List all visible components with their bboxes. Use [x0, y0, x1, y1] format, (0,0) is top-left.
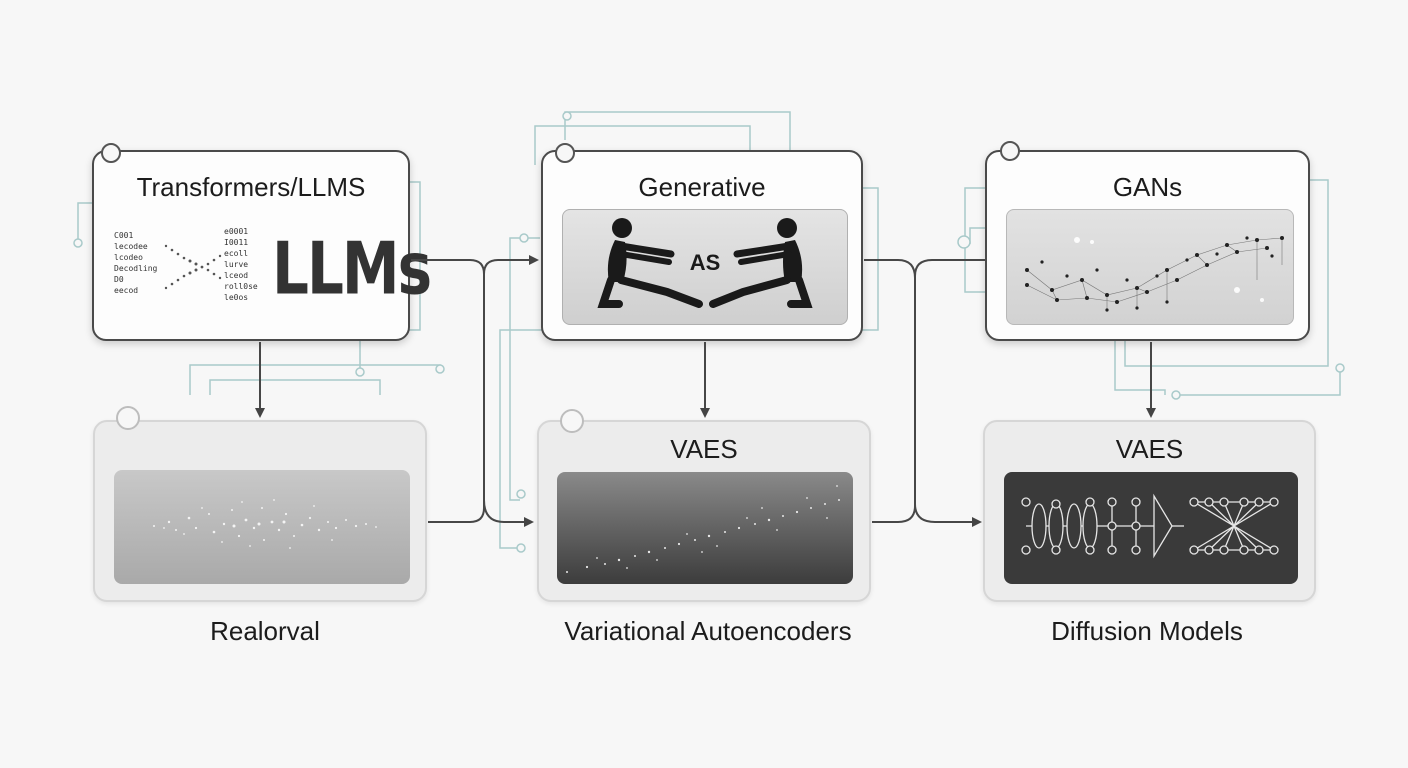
code-line: le0os — [224, 293, 249, 302]
tug-of-war-label: AS — [689, 250, 721, 275]
code-line: Decodling — [114, 264, 158, 273]
code-line: roll0se — [224, 282, 258, 291]
latent-gradient-panel — [557, 472, 853, 584]
caption-realorval: Realorval — [210, 616, 320, 646]
code-stream-right: e0001 I0011 ecoll lurve lceod roll0se le… — [224, 226, 258, 303]
vaes-right-title: VAES — [1115, 434, 1184, 464]
point-cloud-network-icon — [1025, 236, 1284, 312]
code-line: lurve — [224, 260, 249, 269]
code-line: D0 — [114, 275, 124, 284]
vaes-middle-card: VAES — [537, 420, 871, 602]
gans-title: GANs — [1112, 172, 1183, 202]
node-port-generative — [555, 143, 575, 163]
node-port-transformers — [101, 143, 121, 163]
connector-vaes-to-gans — [872, 259, 985, 523]
code-line: C001 — [114, 231, 134, 240]
code-line: e0001 — [224, 227, 249, 236]
dna-helix-icon — [164, 244, 222, 290]
transformers-llms-title: Transformers/LLMS — [136, 172, 366, 202]
transformers-llms-card: Transformers/LLMS C001 lecodee lcodeo De… — [92, 150, 432, 341]
node-port-retrieval — [116, 406, 140, 430]
latent-particles-icon — [566, 485, 840, 573]
connector-generative-to-gans — [864, 259, 982, 527]
particle-cloud-icon — [153, 499, 377, 549]
code-line: eecod — [114, 286, 139, 295]
vaes-middle-title: VAES — [670, 434, 738, 464]
code-line: ecoll — [224, 249, 249, 258]
vaes-right-card: VAES — [983, 420, 1316, 602]
node-port-vaes-middle — [560, 409, 584, 433]
connector-retrieval-to-generative — [428, 255, 539, 523]
generative-title: Generative — [638, 172, 766, 202]
adversarial-figures-icon — [597, 218, 813, 308]
llms-logo-text: LLMs — [272, 226, 432, 311]
neural-network-schematic-icon — [1021, 493, 1279, 559]
caption-diffusion-models: Diffusion Models — [1051, 616, 1243, 646]
dna-code-illustration: C001 lecodee lcodeo Decodling D0 eecod e… — [112, 220, 272, 310]
gans-network-panel — [1006, 209, 1294, 325]
network-schematic-panel — [1004, 472, 1298, 584]
code-line: lcodeo — [114, 253, 143, 262]
caption-variational-autoencoders: Variational Autoencoders — [564, 616, 852, 646]
code-line: I0011 — [224, 238, 249, 247]
code-stream-left: C001 lecodee lcodeo Decodling D0 eecod — [114, 230, 157, 296]
connector-transformers-to-generative — [411, 259, 534, 527]
code-line: lecodee — [114, 242, 148, 251]
retrieval-card — [93, 420, 427, 602]
node-port-gans — [1000, 141, 1020, 161]
gans-card: GANs — [985, 150, 1310, 341]
tug-of-war-panel: AS — [562, 209, 848, 325]
scatter-cloud-panel — [114, 470, 410, 584]
code-line: lceod — [224, 271, 249, 280]
generative-card: Generative AS — [541, 150, 863, 341]
